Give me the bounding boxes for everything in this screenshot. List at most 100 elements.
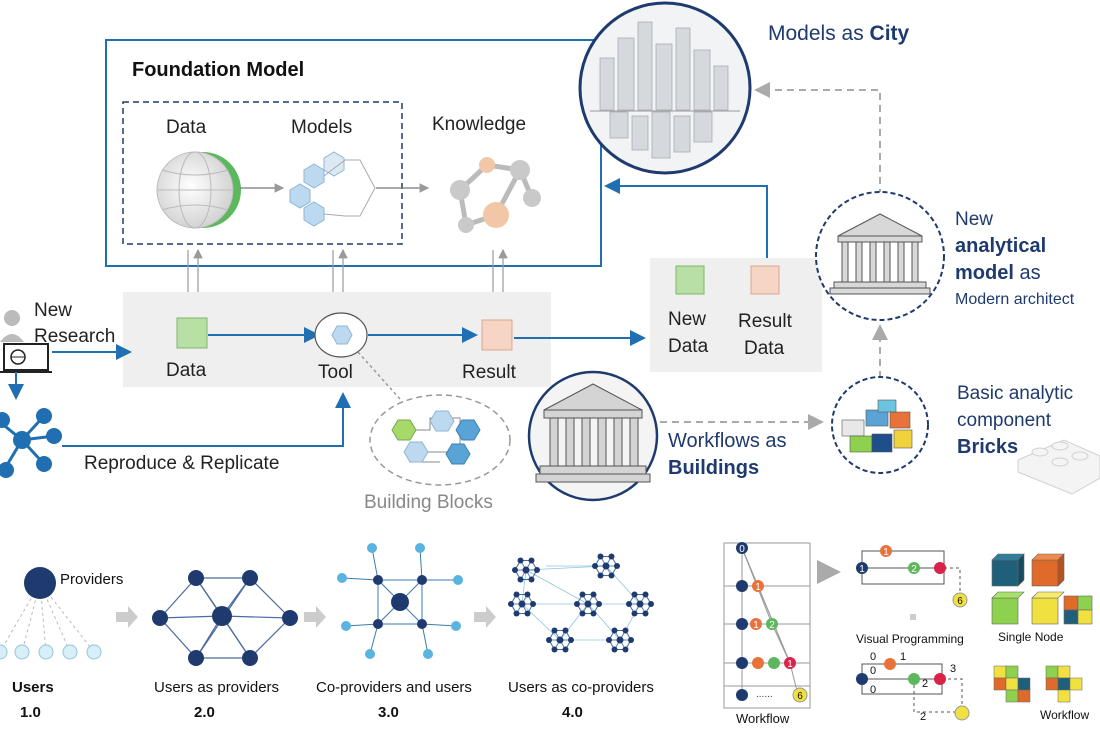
svg-text:1: 1 [755,582,761,593]
svg-text:1: 1 [753,620,759,631]
stage-3-label: Co-providers and users [316,679,472,696]
workflow-nodes: 0 1 1 2 1 ...... 6 [736,542,808,703]
stage-4-version: 4.0 [562,704,583,721]
foundation-model-box [105,39,602,267]
visual-programming-graph [861,550,961,600]
label-new-analytical: New [955,209,993,230]
globe-icon [156,151,241,229]
building-blocks-oval [369,394,511,486]
label-workflow-left: Workflow [736,711,790,726]
label-new-data-1: New [668,309,706,330]
label-new-data-2: Data [668,336,709,357]
svg-text:2: 2 [920,711,926,723]
researcher-icon [0,310,52,373]
svg-text:6: 6 [797,691,803,702]
city-link-dashed [754,82,881,196]
cluster-1 [512,557,540,583]
svg-text:1: 1 [787,659,793,670]
models-as-city: Models as City [768,22,910,45]
svg-text:3: 3 [950,663,956,675]
models-hexagon-icon [289,151,376,227]
svg-text:2: 2 [769,620,775,631]
svg-text:1: 1 [883,547,889,558]
svg-text:0: 0 [870,665,876,677]
svg-text:1: 1 [859,564,865,575]
building-blocks-icon [391,410,481,465]
stage-3-version: 3.0 [378,704,399,721]
svg-text:0: 0 [739,544,745,555]
visual-programming-graph-2 [861,663,963,713]
evolution-4-graph [521,565,641,641]
label-single-node: Single Node [998,630,1064,644]
label-data: Data [166,117,207,138]
svg-text:0: 0 [870,684,876,696]
single-node-cubes [991,553,1093,625]
bricks-icon [841,399,913,453]
cluster-2 [592,553,620,579]
stage-1-version: 1.0 [20,704,41,721]
label-new: New [34,300,72,321]
label-result-data-1: Result [738,311,793,332]
foundation-model-title: Foundation Model [132,59,304,81]
label-analytical: analytical [955,235,1046,257]
cluster-4 [574,591,602,617]
new-data-box [675,265,705,295]
data-box [176,317,208,349]
result-box [481,319,513,351]
workflow-cubes [993,665,1083,703]
label-model-as: model as [955,262,1041,284]
pipeline-label-tool: Tool [318,362,353,383]
stage-1-label: Users [12,679,54,696]
visual-programming-nodes: 1 1 2 6 [856,545,968,608]
svg-text:1: 1 [900,651,906,663]
temple-icon [829,213,931,295]
stage-4-label: Users as co-providers [508,679,654,696]
label-knowledge: Knowledge [432,114,526,135]
network-people-icon [0,408,62,478]
cluster-5 [626,591,654,617]
building-icon [535,383,651,483]
foundation-inner-dashed-box [122,101,403,245]
lego-brick-icon [1017,439,1100,495]
label-models: Models [291,117,352,138]
label-component: component [957,410,1052,431]
pipeline-label-data: Data [166,360,207,381]
stage-arrow-2 [304,606,326,628]
evolution-1-graph [0,567,102,660]
label-building-blocks: Building Blocks [364,492,493,513]
cluster-6 [546,627,574,653]
temple-circle [815,191,945,321]
label-research: Research [34,326,115,347]
pipeline-label-result: Result [462,362,517,383]
svg-text:......: ...... [756,689,773,700]
label-reproduce: Reproduce & Replicate [84,453,279,474]
stage-2-version: 2.0 [194,704,215,721]
label-providers: Providers [60,571,123,588]
label-workflow-right: Workflow [1040,708,1089,722]
city-icon [590,21,740,159]
stage-arrow-3 [474,606,496,628]
evolution-3-graph [337,543,463,659]
label-result-data-2: Data [744,338,785,359]
svg-text:0: 0 [870,651,876,663]
evolution-4-clusters [508,553,654,653]
stage-arrow-1 [116,606,138,628]
label-basic-analytic: Basic analytic [957,383,1073,404]
svg-text:2: 2 [922,678,928,690]
cluster-3 [508,591,536,617]
reproduce-arrow [62,392,351,447]
feedback-arrow [604,178,768,258]
tool-icon[interactable] [314,312,368,358]
label-bricks: Bricks [957,436,1018,458]
stage-2-label: Users as providers [154,679,279,696]
label-workflows-as: Workflows as [668,430,787,452]
label-modern-architect: Modern architect [955,291,1075,308]
result-data-box [750,265,780,295]
evolution-2-graph [152,570,298,666]
cluster-7 [606,627,634,653]
visual-programming-nodes-2: 0 0 0 1 2 3 2 [856,651,970,723]
svg-text:2: 2 [911,564,917,575]
knowledge-graph-icon [450,157,541,233]
